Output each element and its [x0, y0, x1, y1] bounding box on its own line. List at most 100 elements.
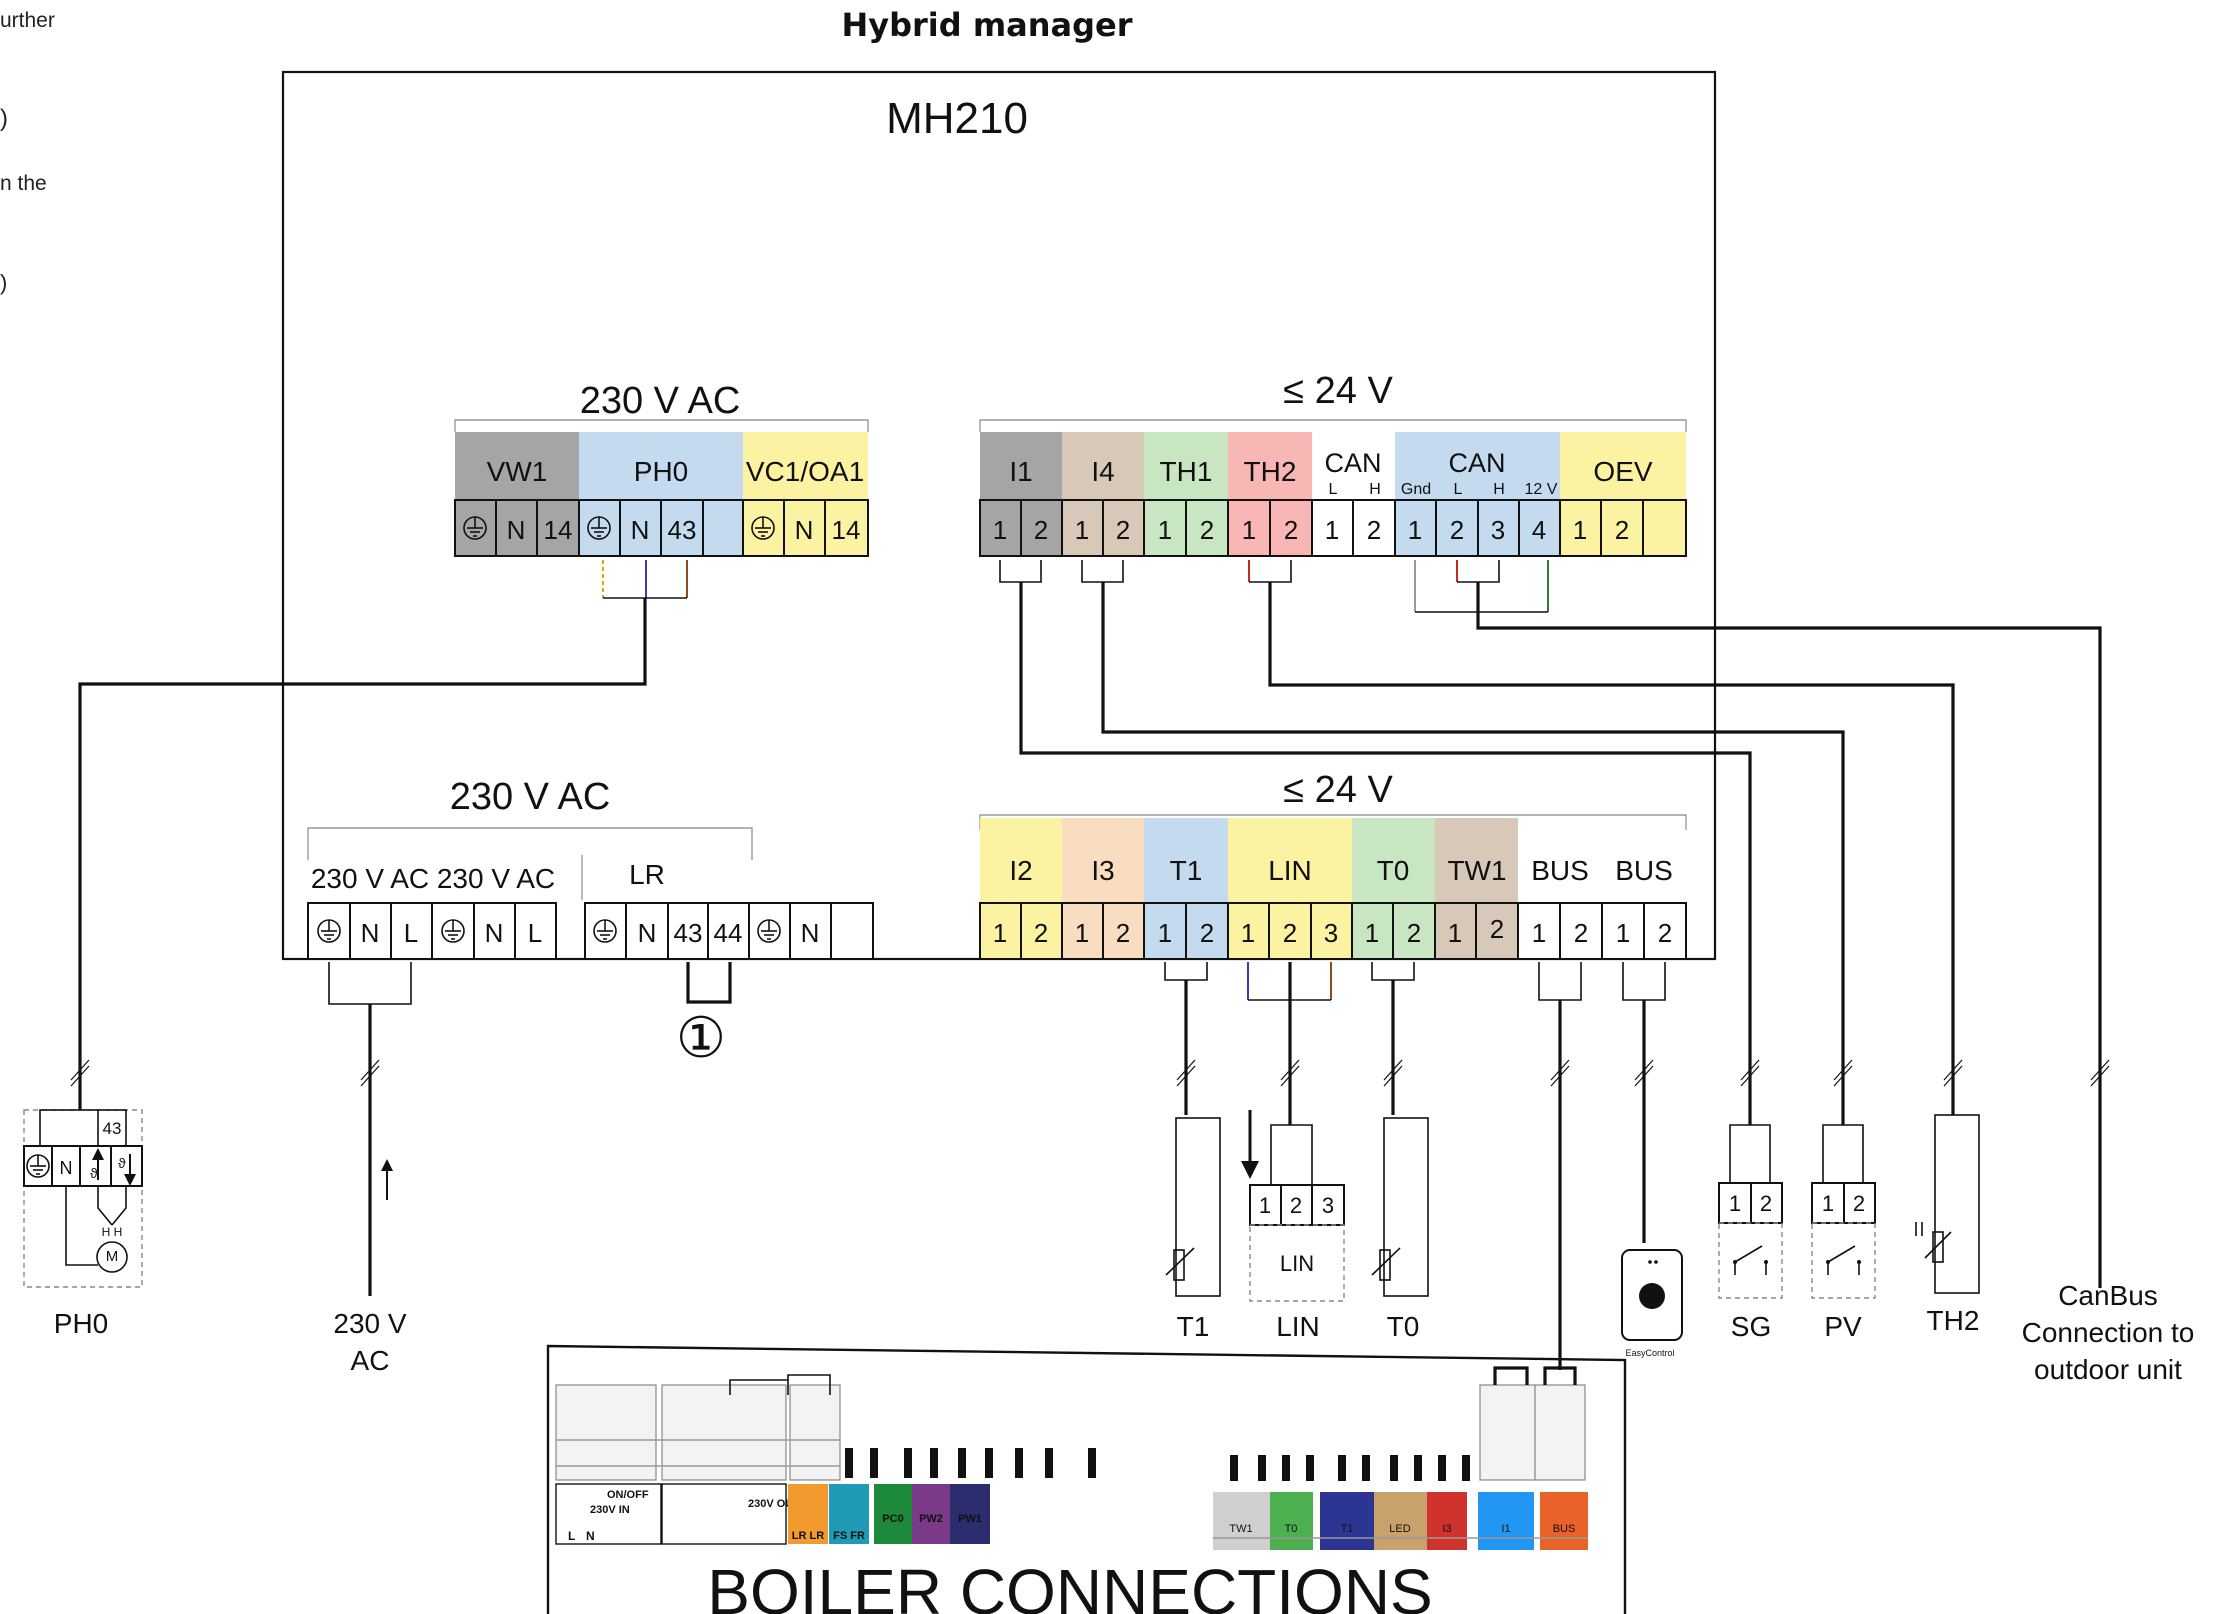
- pin-label: 1: [1325, 515, 1339, 545]
- header-label: LIN: [1268, 855, 1312, 886]
- pin-label: 2: [1034, 515, 1048, 545]
- pin-label: N: [638, 918, 657, 948]
- pin-label: 1: [1573, 515, 1587, 545]
- pin: [1352, 499, 1396, 557]
- pin-label: L: [404, 918, 418, 948]
- text-fragment-2: ): [0, 105, 8, 132]
- header-label: BUS: [1615, 855, 1673, 886]
- pin-label: N: [507, 515, 526, 545]
- ph0-pump: 43 N ϑ ϑ H H M: [23, 1109, 143, 1288]
- pin-label: 2: [1034, 918, 1048, 948]
- pin-label: 4: [1532, 515, 1546, 545]
- power-label-line2: AC: [351, 1345, 390, 1376]
- pin: [1517, 902, 1561, 960]
- lin-pin: 2: [1290, 1193, 1302, 1218]
- can-sub-label: L: [1329, 481, 1338, 498]
- boiler-connections: 230V IN ON/OFF 230V OUT L N LR LR FS FR …: [546, 1344, 1627, 1614]
- boiler-title: BOILER CONNECTIONS: [707, 1556, 1432, 1614]
- header-label: T0: [1377, 855, 1410, 886]
- group-bracket: [307, 827, 753, 860]
- boiler-module-label: PW2: [919, 1513, 943, 1525]
- pin: [1185, 902, 1229, 960]
- pin-label: N: [485, 918, 504, 948]
- pin-label: 1: [1365, 918, 1379, 948]
- can-sub-label: H: [1493, 481, 1505, 498]
- boiler-label-onoff: ON/OFF: [607, 1489, 649, 1501]
- pin: [1643, 902, 1687, 960]
- pin: [1351, 902, 1394, 960]
- ph0-pin-n: N: [60, 1158, 73, 1178]
- pin-label: 2: [1574, 918, 1588, 948]
- easycontrol-device: EasyControl: [1621, 1249, 1683, 1358]
- boiler-module-label: I1: [1501, 1523, 1510, 1535]
- lin-pin: 1: [1259, 1193, 1271, 1218]
- pin-label: 2: [1658, 918, 1672, 948]
- can-sub-label: L: [1454, 481, 1463, 498]
- text-fragment-3: n the: [0, 172, 47, 195]
- pin: [667, 902, 709, 960]
- can-sub-label: Gnd: [1401, 481, 1431, 498]
- header-oev: [1560, 432, 1686, 500]
- pin: [979, 902, 1022, 960]
- left-label-strip: 230V IN ON/OFF 230V OUT L N: [555, 1483, 800, 1545]
- header-can-2: [1395, 432, 1560, 500]
- header-label: T1: [1170, 855, 1203, 886]
- voltage-label: 230 V AC: [450, 776, 611, 818]
- right-connector-bank: [1479, 1366, 1586, 1481]
- boiler-label-out: 230V OUT: [748, 1498, 800, 1510]
- earth-icon: [593, 919, 617, 943]
- sg-pin: 1: [1729, 1191, 1741, 1216]
- boiler-label-l: L: [568, 1529, 575, 1543]
- header-ph0: [579, 432, 743, 500]
- upper-left-terminal-group: 230 V AC VW1 PH0 VC1/OA1 N 14 N 43 N 14: [454, 380, 869, 557]
- pin-label: 1: [1448, 918, 1462, 948]
- group-bracket: [979, 419, 1687, 432]
- pin-label: 1: [1242, 515, 1256, 545]
- pin-label: 2: [1284, 515, 1298, 545]
- header-label: TW1: [1447, 855, 1506, 886]
- boiler-module-label: LED: [1389, 1523, 1410, 1535]
- pin: [1392, 902, 1436, 960]
- boiler-module-label: I3: [1442, 1523, 1451, 1535]
- t1-label: T1: [1177, 1311, 1210, 1342]
- pin: [390, 902, 433, 960]
- pin: [1268, 902, 1312, 960]
- th2-sensor: [1915, 1114, 1980, 1294]
- ph0-hh: H H: [102, 1225, 123, 1239]
- right-color-modules: TW1 T0 T1 LED I3 I1 BUS: [1213, 1492, 1588, 1550]
- th2-label: TH2: [1927, 1305, 1980, 1336]
- left-connector-bank: [555, 1374, 841, 1481]
- module-name: MH210: [886, 94, 1028, 143]
- pin: [619, 499, 662, 557]
- left-color-modules: LR LR FS FR PC0 PW2 PW1: [788, 1484, 990, 1544]
- pin-label: 3: [1324, 918, 1338, 948]
- boiler-label-n: N: [586, 1529, 595, 1543]
- pv-pin: 2: [1853, 1191, 1865, 1216]
- t0-sensor: [1371, 1117, 1429, 1297]
- pin-label: 1: [993, 515, 1007, 545]
- pin-label: 1: [1075, 515, 1089, 545]
- pin: [1394, 499, 1437, 557]
- header-label: CAN: [1324, 448, 1381, 478]
- pin: [1600, 499, 1644, 557]
- ph0-motor: M: [106, 1248, 119, 1265]
- lin-inner-label: LIN: [1280, 1251, 1314, 1276]
- group-bracket: [454, 419, 869, 432]
- pin-label: N: [631, 515, 650, 545]
- boiler-module-label: PW1: [958, 1513, 982, 1525]
- voltage-label: ≤ 24 V: [1283, 370, 1393, 412]
- pin: [1310, 902, 1353, 960]
- left-plug-row: [845, 1448, 1096, 1478]
- pin: [495, 499, 538, 557]
- easycontrol-caption: EasyControl: [1625, 1348, 1674, 1358]
- page-title: Hybrid manager: [841, 6, 1132, 44]
- earth-icon: [26, 1154, 50, 1178]
- pin-label: 2: [1200, 918, 1214, 948]
- pin: [1269, 499, 1313, 557]
- pin-label: 1: [1616, 918, 1630, 948]
- header-label: BUS: [1531, 855, 1589, 886]
- header-t1: [1144, 818, 1228, 903]
- header-label: I4: [1091, 456, 1114, 487]
- ph0-label: PH0: [54, 1308, 108, 1339]
